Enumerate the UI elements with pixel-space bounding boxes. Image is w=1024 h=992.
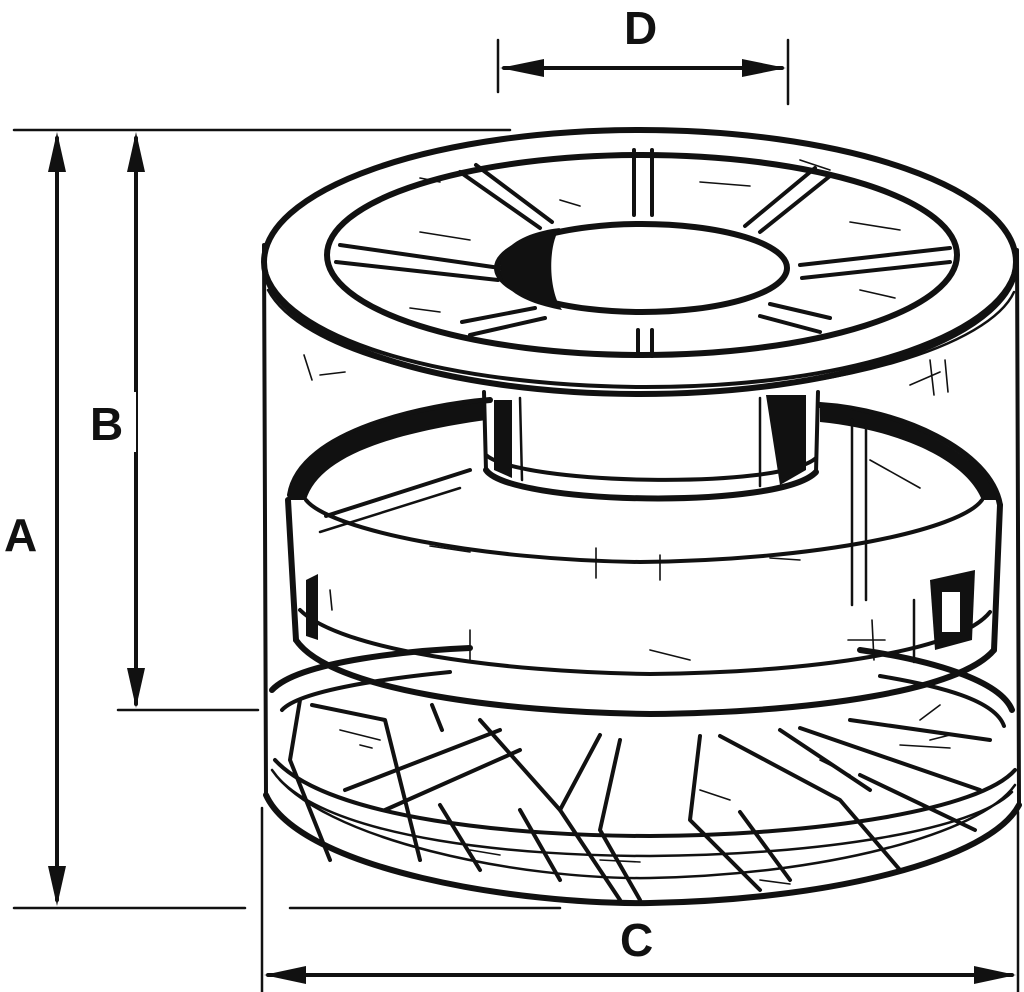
top-flange	[261, 127, 1019, 397]
dimension-c-arrow	[264, 966, 1016, 984]
label-a: A	[4, 509, 37, 561]
hub-cylinder	[482, 390, 820, 502]
inner-bowl	[285, 397, 1003, 717]
label-c: C	[620, 914, 653, 966]
dimension-lines	[12, 38, 1020, 992]
dimension-d-arrow	[500, 59, 786, 77]
label-d: D	[624, 2, 657, 54]
dimension-a-arrow	[48, 132, 66, 906]
vane-cage	[269, 645, 1017, 902]
outer-cylinder	[262, 243, 1022, 907]
wall-texture	[303, 354, 951, 741]
label-b: B	[90, 398, 123, 450]
